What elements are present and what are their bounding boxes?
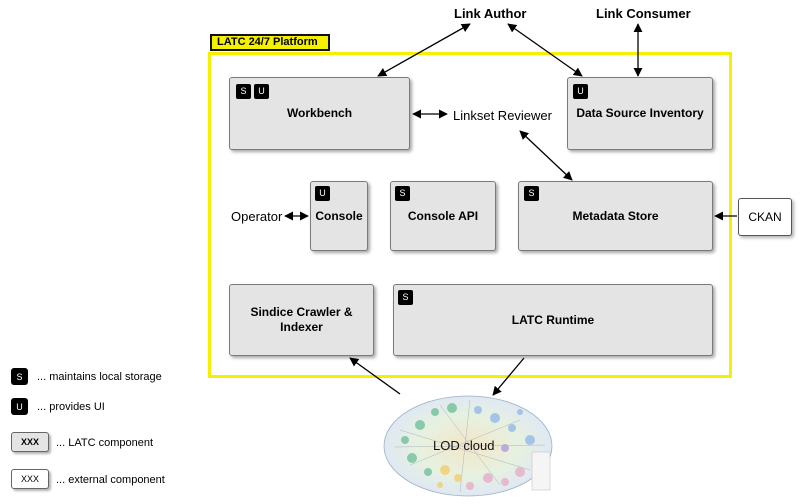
platform-label: LATC 24/7 Platform bbox=[210, 34, 330, 51]
data-source-inventory-label: Data Source Inventory bbox=[576, 106, 704, 120]
operator-label: Operator bbox=[231, 209, 283, 224]
latc-runtime-label: LATC Runtime bbox=[511, 312, 595, 327]
legend-ui-text: ... provides UI bbox=[37, 401, 105, 413]
arrow-cloud-sindice bbox=[349, 357, 401, 395]
sindice-crawler-component[interactable]: Sindice Crawler & Indexer bbox=[229, 284, 374, 356]
console-component[interactable]: U Console bbox=[310, 181, 368, 251]
link-author-label: Link Author bbox=[454, 6, 527, 21]
ui-badge: U bbox=[315, 186, 330, 201]
data-source-inventory-component[interactable]: U Data Source Inventory bbox=[567, 77, 713, 150]
ckan-component[interactable]: CKAN bbox=[738, 198, 792, 236]
lod-cloud-icon bbox=[383, 395, 553, 497]
console-api-label: Console API bbox=[407, 208, 479, 223]
console-label: Console bbox=[315, 208, 363, 223]
ui-badge: U bbox=[254, 84, 269, 99]
lod-cloud-label: LOD cloud bbox=[433, 438, 495, 453]
arrow-author-inventory bbox=[507, 23, 583, 77]
storage-badge: S bbox=[395, 186, 410, 201]
storage-badge: S bbox=[524, 186, 539, 201]
link-consumer-label: Link Consumer bbox=[596, 6, 691, 21]
sindice-crawler-label: Sindice Crawler & Indexer bbox=[250, 305, 353, 334]
storage-badge: S bbox=[236, 84, 251, 99]
legend-external-box: XXX bbox=[11, 469, 49, 489]
legend-ui-badge: U bbox=[11, 398, 28, 415]
ui-badge: U bbox=[573, 84, 588, 99]
metadata-store-label: Metadata Store bbox=[572, 208, 659, 223]
console-api-component[interactable]: S Console API bbox=[390, 181, 496, 251]
latc-runtime-component[interactable]: S LATC Runtime bbox=[393, 284, 713, 356]
storage-badge: S bbox=[398, 290, 413, 305]
legend-external-text: ... external component bbox=[56, 474, 165, 486]
arrow-runtime-cloud bbox=[492, 357, 525, 396]
arrow-reviewer-metadata bbox=[519, 130, 573, 181]
legend-latc-text: ... LATC component bbox=[56, 437, 154, 449]
workbench-label: Workbench bbox=[286, 106, 353, 120]
legend-storage-badge: S bbox=[11, 368, 28, 385]
workbench-component[interactable]: S U Workbench bbox=[229, 77, 410, 150]
legend-latc-box: XXX bbox=[11, 432, 49, 452]
metadata-store-component[interactable]: S Metadata Store bbox=[518, 181, 713, 251]
legend-storage-text: ... maintains local storage bbox=[37, 371, 162, 383]
linkset-reviewer-label: Linkset Reviewer bbox=[453, 108, 552, 123]
arrow-author-workbench bbox=[377, 23, 471, 77]
